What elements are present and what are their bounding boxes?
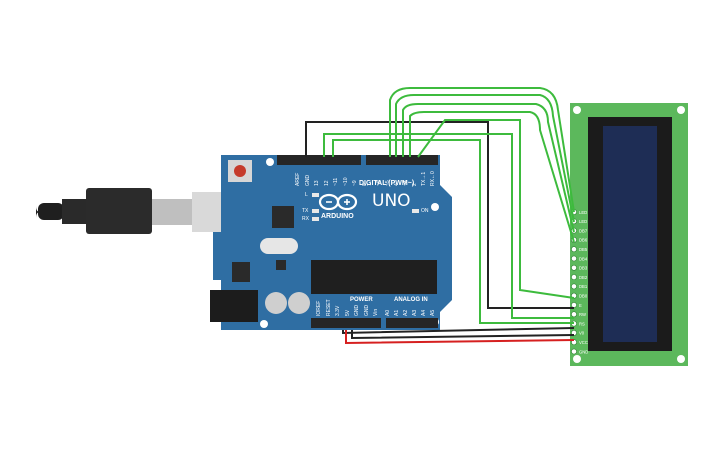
digital-pin-label-right-5: 2 <box>412 183 418 186</box>
usb-cable[interactable] <box>36 188 228 234</box>
lcd-pin-label-9: DB0 <box>579 294 588 299</box>
power-pin-label-6: Vin <box>373 308 379 316</box>
lcd-pin-label-7: DB2 <box>579 275 588 280</box>
digital-pin-label-right-0: 7 <box>367 183 373 186</box>
digital-pin-label-left-5: ~10 <box>342 177 349 186</box>
led-label-rx: RX <box>302 216 309 222</box>
power-pin-label-0: IOREF <box>316 300 322 316</box>
analog-pin-label-5: A5 <box>430 309 436 316</box>
lcd-pin-7[interactable] <box>571 274 577 280</box>
digital-pin-label-left-6: ~9 <box>352 180 358 186</box>
digital-pin-label-left-0: AREF <box>295 172 301 186</box>
power-pin-label-4: GND <box>354 304 360 316</box>
led-label-tx: TX <box>302 208 309 214</box>
analog-pin-label-4: A4 <box>421 309 427 316</box>
wires[interactable] <box>305 87 575 345</box>
digital-pin-label-left-4: ~11 <box>333 177 339 186</box>
digital-pwm-label: DIGITAL (PWM~) <box>359 180 415 187</box>
lcd-pin-label-6: DB3 <box>579 266 588 271</box>
lcd-pin-label-14: VCC <box>579 340 588 345</box>
lcd-pin-label-11: RW <box>579 312 586 317</box>
lcd-pin-11[interactable] <box>571 311 577 318</box>
lcd-pin-10[interactable] <box>571 302 577 308</box>
digital-pin-label-right-1: ~6 <box>376 180 382 186</box>
on-led-label: ON <box>421 208 429 214</box>
power-pin-label-1: RESET <box>325 299 332 316</box>
lcd-pin-label-1: LED <box>579 219 587 224</box>
digital-pin-label-right-3: 4 <box>394 183 400 186</box>
lcd-pin-label-0: LED <box>579 210 587 215</box>
arduino-uno-board[interactable] <box>210 155 452 330</box>
analog-pin-label-2: A2 <box>403 309 409 316</box>
analog-in-label: ANALOG IN <box>394 297 428 303</box>
lcd-pin-label-5: DB4 <box>579 256 588 261</box>
lcd-pin-label-12: RS <box>579 321 585 326</box>
board-brand-label: ARDUINO <box>321 213 354 220</box>
lcd-pin-label-10: E <box>579 303 582 308</box>
analog-pin-label-0: A0 <box>385 309 391 316</box>
analog-pin-label-3: A3 <box>412 309 418 316</box>
digital-pin-label-right-4: ~3 <box>403 180 409 186</box>
analog-pin-label-1: A1 <box>394 309 400 316</box>
digital-pin-label-left-3: 12 <box>323 180 330 186</box>
power-pin-label-3: 5V <box>344 309 351 316</box>
board-model-label: UNO <box>372 191 411 211</box>
lcd-pin-label-2: DB7 <box>579 228 588 233</box>
power-label: POWER <box>350 297 373 303</box>
lcd-pin-8[interactable] <box>571 283 577 290</box>
digital-pin-label-right-6: TX→1 <box>421 171 427 186</box>
lcd-pin-4[interactable] <box>571 246 577 253</box>
lcd-pin-label-15: GND <box>579 349 588 354</box>
arduino-logo <box>318 193 358 211</box>
lcd-pin-label-3: DB6 <box>579 238 588 243</box>
power-pin-label-2: 3.3V <box>335 305 341 316</box>
power-pin-label-5: GND <box>363 304 370 316</box>
digital-pin-label-left-2: 13 <box>314 180 320 186</box>
lcd-pin-6[interactable] <box>571 264 577 271</box>
digital-pin-label-right-2: ~5 <box>385 180 391 186</box>
lcd-pin-label-4: DB5 <box>579 247 588 252</box>
lcd-pin-15[interactable] <box>571 348 577 355</box>
digital-pin-label-right-7: RX←0 <box>430 171 436 186</box>
lcd-pin-5[interactable] <box>571 255 577 262</box>
lcd-pin-label-8: DB1 <box>579 284 588 289</box>
led-label-l: L <box>305 192 308 198</box>
lcd-pin-label-13: V0 <box>579 331 585 336</box>
digital-pin-label-left-1: GND <box>304 174 311 186</box>
